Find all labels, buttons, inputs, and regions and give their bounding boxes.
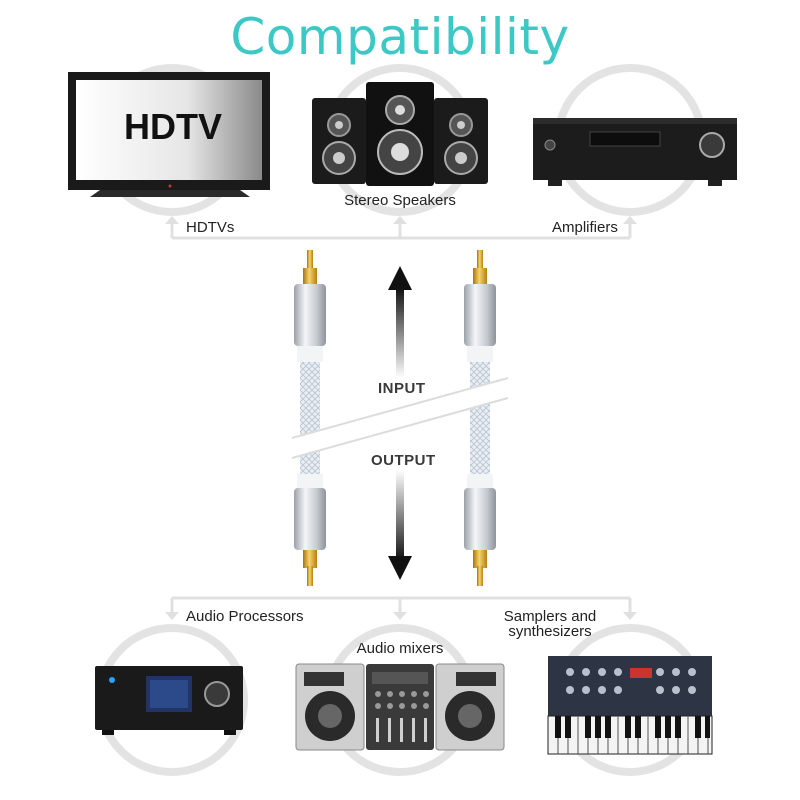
label-audio-processors: Audio Processors	[186, 608, 304, 625]
label-amplifiers: Amplifiers	[552, 219, 618, 236]
hdtv-image	[68, 72, 270, 197]
input-arrow	[388, 266, 412, 378]
tv-screen-text: HDTV	[124, 106, 222, 147]
speakers-image	[312, 82, 488, 186]
label-stereo-speakers: Stereo Speakers	[344, 192, 456, 209]
processor-image	[95, 666, 243, 735]
rca-cable-right	[464, 250, 496, 586]
label-hdtvs: HDTVs	[186, 219, 235, 236]
label-input: INPUT	[378, 380, 426, 397]
amplifier-image	[533, 118, 737, 186]
synthesizer-image	[547, 656, 713, 755]
input-bracket	[165, 216, 637, 240]
output-arrow	[388, 470, 412, 580]
rca-cable-left	[294, 250, 326, 586]
page-title: Compatibility	[230, 8, 570, 66]
input-output-divider	[291, 377, 509, 459]
label-audio-mixers: Audio mixers	[356, 640, 444, 657]
label-samplers-synthesizers: Samplers and synthesizers	[480, 609, 620, 639]
label-samplers-line2: synthesizers	[508, 623, 592, 640]
mixer-image	[295, 663, 505, 751]
label-output: OUTPUT	[371, 452, 436, 469]
label-samplers-line1: Samplers and	[503, 608, 597, 625]
output-bracket	[165, 596, 637, 620]
